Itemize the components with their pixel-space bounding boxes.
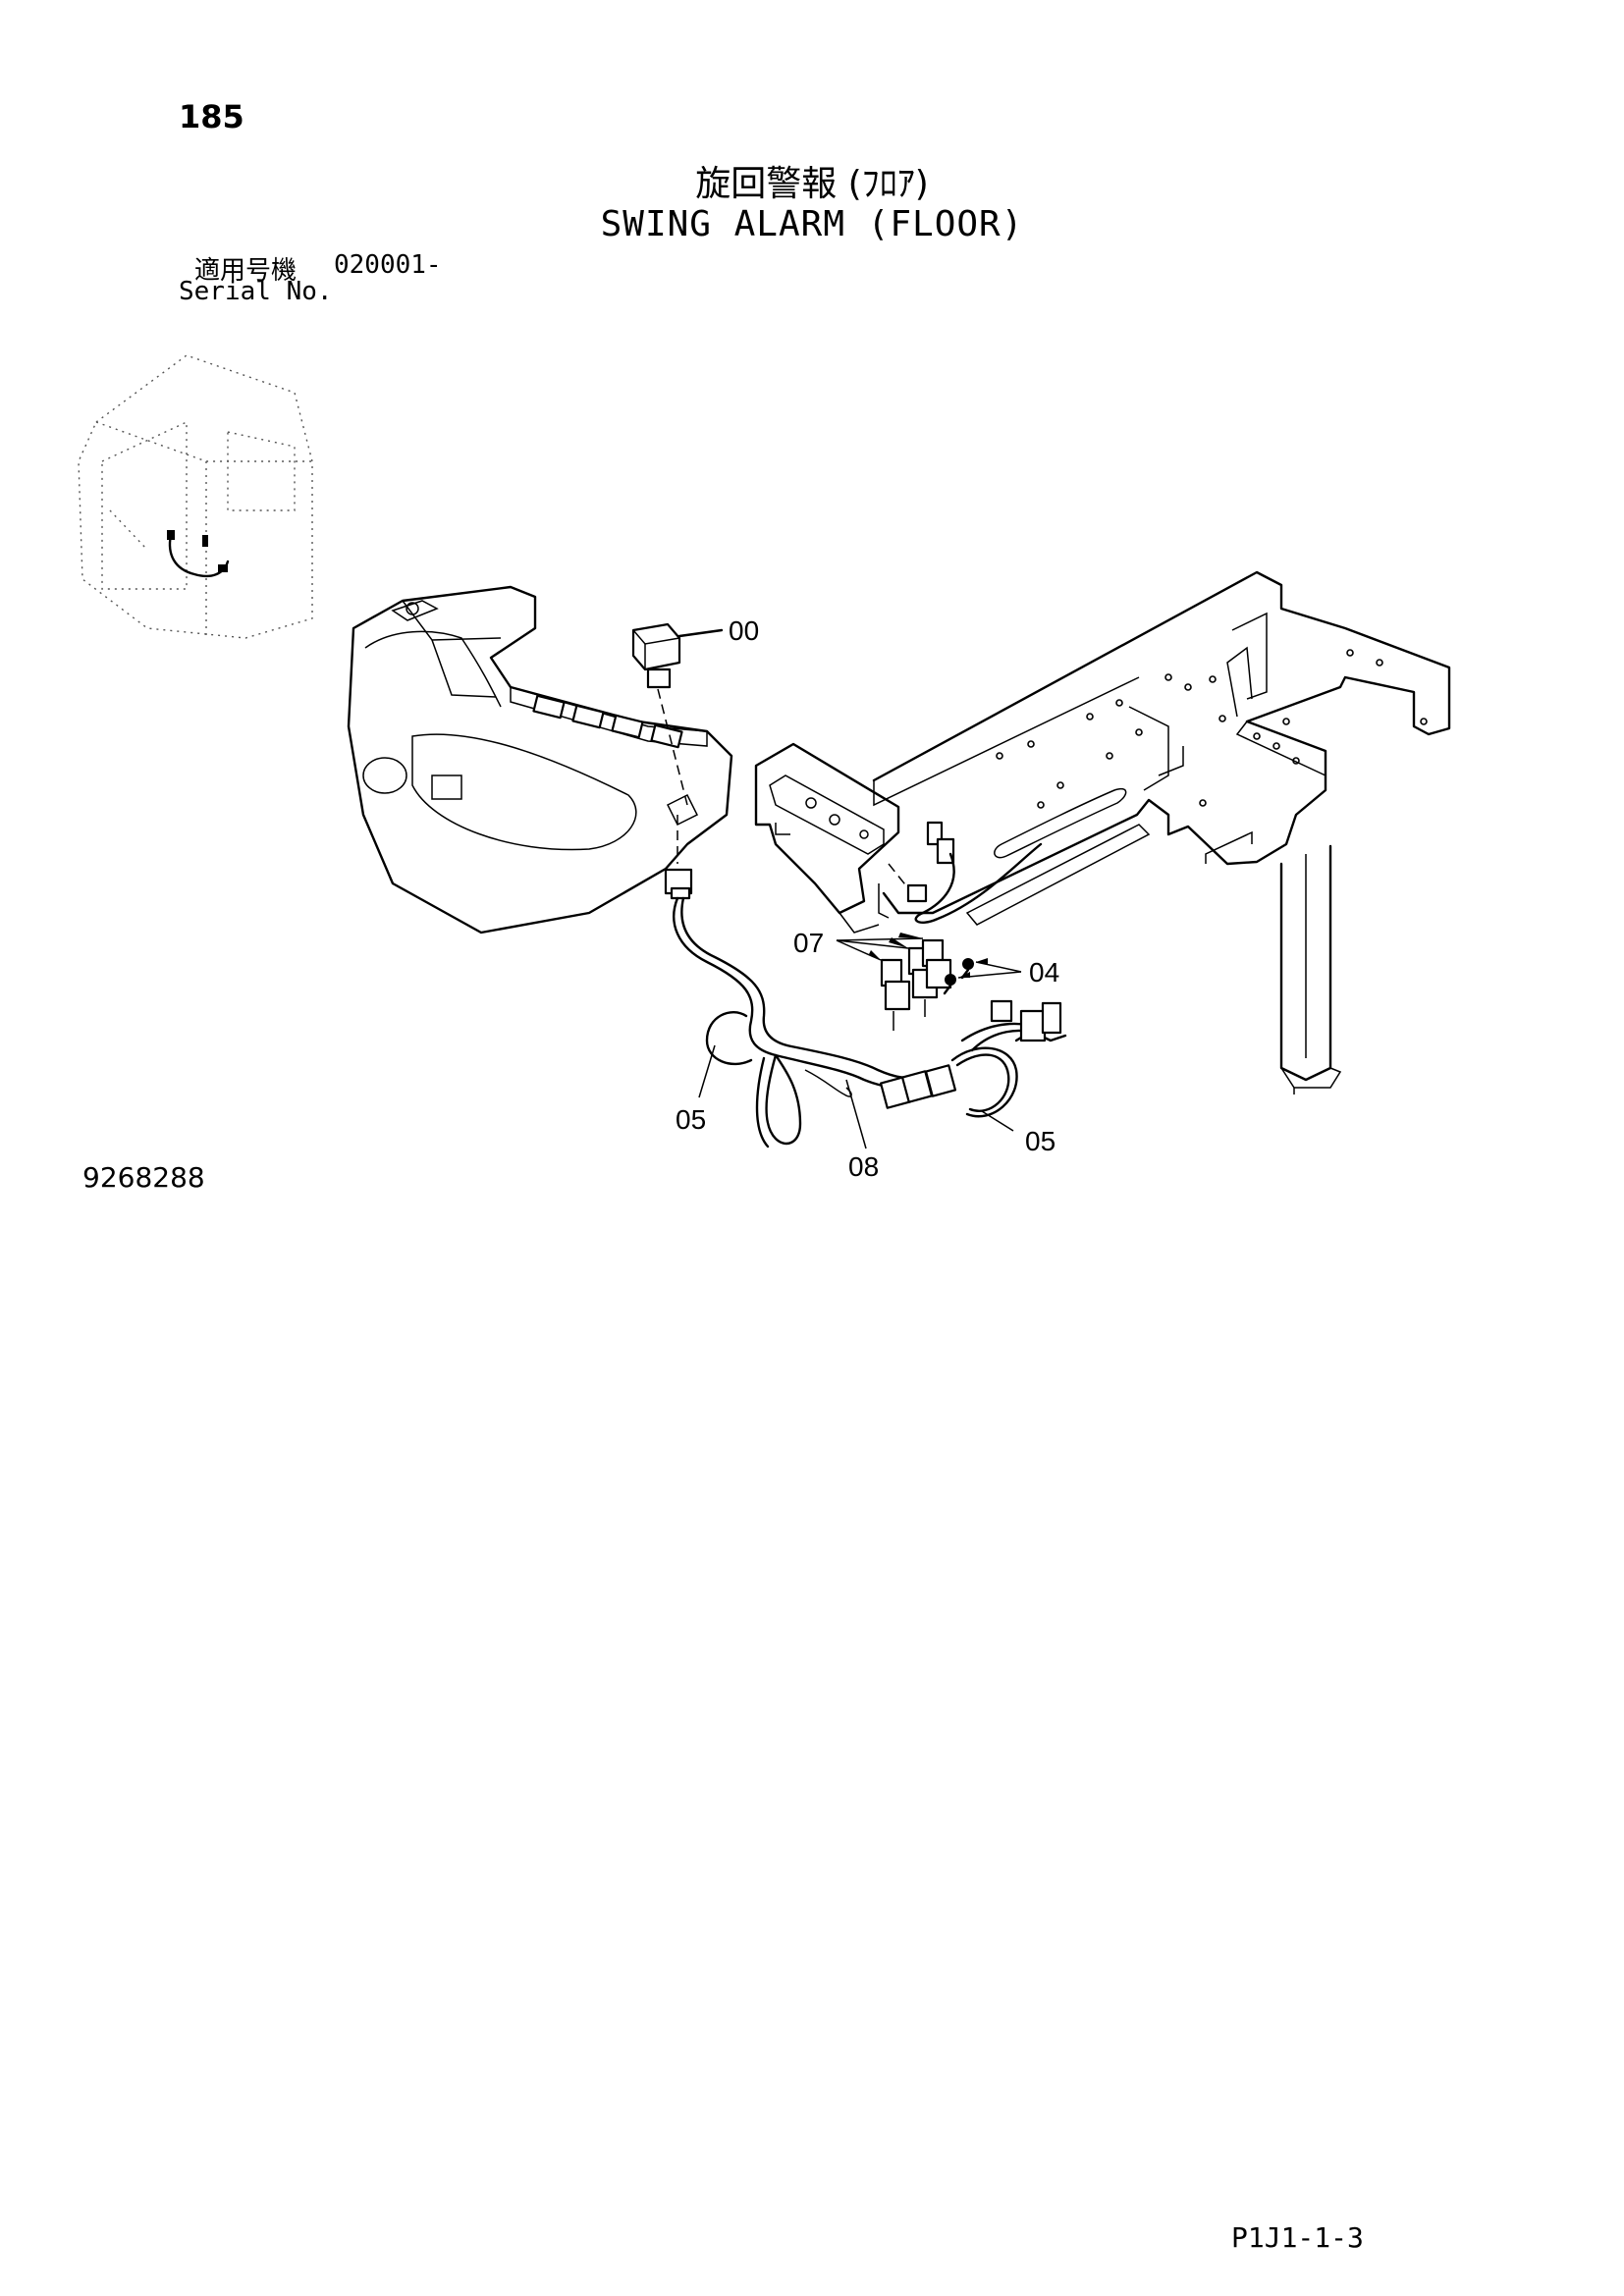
harness-frame [914, 842, 1043, 924]
guide-line [657, 688, 688, 806]
callout-00: 00 [729, 615, 759, 646]
part-07-relays: 07 [793, 928, 952, 1031]
callout-07: 07 [793, 928, 824, 958]
page-title-japanese: 旋回警報 (ﾌﾛｱ) [695, 164, 929, 204]
floor-frame [872, 570, 1451, 1095]
page-number: 185 [179, 98, 244, 135]
relay-bracket [754, 742, 955, 934]
part-00-switch: 00 [631, 615, 759, 689]
callout-leaders [698, 1044, 1014, 1149]
drawing-number: 9268288 [82, 1161, 205, 1194]
part-04-screws: 04 [943, 957, 1059, 995]
callout-04: 04 [1029, 957, 1059, 988]
switch-console [347, 585, 733, 934]
serial-label-japanese: 適用号機 [194, 256, 298, 286]
guide-line [888, 863, 909, 889]
callout-08: 08 [848, 1151, 879, 1182]
page-title-english: SWING ALARM (FLOOR) [600, 204, 1024, 244]
serial-label-english: Serial No. [179, 277, 333, 306]
wire-harness [664, 868, 1067, 1148]
serial-value: 020001- [334, 250, 442, 280]
callout-05-left: 05 [676, 1104, 706, 1135]
cab-thumbnail [78, 354, 313, 639]
sheet-code: P1J1-1-3 [1231, 2221, 1364, 2254]
callout-05-right: 05 [1025, 1126, 1056, 1156]
